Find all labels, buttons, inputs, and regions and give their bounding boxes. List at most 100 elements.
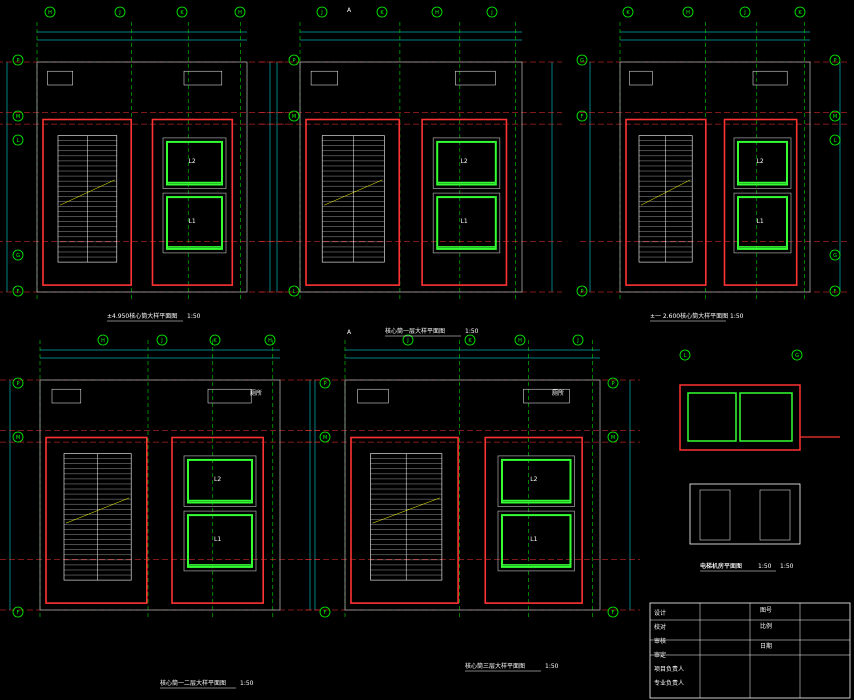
p3-axis-1-bubble — [829, 110, 841, 122]
p4-elevator-2-label: L2 — [214, 476, 221, 483]
p1-axis-0-bubble — [12, 54, 24, 66]
p4-elevator-1-shaft — [183, 510, 257, 572]
p3-stair-core — [625, 118, 707, 286]
p1-axis-3-bubble — [12, 249, 24, 261]
p7-section — [689, 483, 801, 545]
p2-room-b — [455, 70, 496, 86]
top-axis-0-label: H — [48, 10, 52, 16]
p5-elevator-1-car — [501, 514, 572, 568]
p3-elevator-2-shaft — [733, 137, 792, 189]
p1-elevator-2: L2 — [162, 137, 227, 189]
p3-stairs-arrow — [640, 179, 691, 206]
p1-axis-2-label: L — [17, 138, 20, 144]
top-axis-0-bubble — [44, 6, 56, 18]
top-axis-9-bubble — [682, 6, 694, 18]
p2-elevator-2: L2 — [432, 137, 501, 189]
top-axis-10-label: J — [743, 10, 745, 16]
p4-axis-1-label: M — [16, 435, 20, 441]
plan-title-p6: 电梯机房平面图 — [700, 562, 742, 570]
restroom-label-0: 厕所 — [250, 389, 262, 397]
p1-axis-2-bubble — [12, 134, 24, 146]
p5r-axis-2-bubble — [607, 606, 619, 618]
p1-elevator-1-shaft — [162, 192, 227, 254]
p4-room-a — [51, 388, 82, 404]
p3-elevator-1: L1 — [733, 192, 792, 254]
p3-axis-0-bubble — [829, 54, 841, 66]
p3-axis-2-bubble — [829, 134, 841, 146]
p3-outer — [619, 61, 811, 293]
p1-elev-core — [151, 118, 234, 286]
p5-axis-2-label: F — [324, 610, 327, 616]
p2-outer — [299, 61, 523, 293]
top-axis-6-bubble — [431, 6, 443, 18]
side-axis-2-bubble — [288, 285, 300, 297]
title-block-label-0: 设计 — [654, 609, 666, 617]
top-axis-6-label: H — [435, 10, 439, 16]
p6-machine-1 — [687, 392, 737, 442]
p3-elevator-1-car — [737, 196, 788, 250]
p3-stairs — [638, 135, 693, 263]
p4-stairs-arrow — [65, 497, 130, 524]
title-block-label-2: 审核 — [654, 637, 666, 645]
p7-door-2 — [759, 489, 791, 541]
plan-title-p3: ±一 2.600核心筒大样平面图 — [650, 312, 728, 320]
top-axis-1-label: J — [118, 10, 120, 16]
p3-elevator-2: L2 — [733, 137, 792, 189]
top-axis-7-label: J — [490, 10, 492, 16]
p1-axis-3-label: G — [16, 253, 20, 259]
p3-axis-1-label: M — [833, 114, 837, 120]
p2-plan — [260, 22, 562, 302]
plan-scale-p5: 1:50 — [545, 663, 559, 670]
p5-axis-0-bubble — [319, 377, 331, 389]
p1-elevator-2-shaft — [162, 137, 227, 189]
plan-scale-p6: 1:50 — [780, 563, 794, 570]
p3-plan — [580, 22, 850, 302]
p7-outer — [689, 483, 801, 545]
p2-elevator-1-car — [436, 196, 497, 250]
side-axis-3-bubble — [576, 54, 588, 66]
plan-scale-p6: 1:50 — [758, 563, 772, 570]
p2-stairs-arrow — [324, 179, 383, 206]
p7-door-1 — [699, 489, 731, 541]
mid-axis-7-bubble — [572, 334, 584, 346]
p5-plan — [305, 340, 640, 620]
mid-axis-0-label: H — [101, 338, 105, 344]
p5-elevator-1: L1 — [497, 510, 575, 572]
title-block-scale: 比例 — [760, 622, 772, 630]
p6-outer — [679, 384, 801, 451]
top-axis-4-label: J — [320, 10, 322, 16]
p3-elevator-2-car — [737, 140, 788, 186]
side-axis-0-label: P — [292, 58, 295, 64]
p5-axis-1-bubble — [319, 431, 331, 443]
mid-axis-0-bubble — [97, 334, 109, 346]
p3-room-b — [752, 70, 788, 86]
side-axis-2-label: L — [293, 289, 296, 295]
p5-elevator-2-shaft — [497, 455, 575, 507]
p1-stair-core — [42, 118, 132, 286]
p2-elevator-1: L1 — [432, 192, 501, 254]
p2-elevator-2-car — [436, 140, 497, 186]
p4-plan — [0, 340, 320, 620]
p2-elevator-2-label: L2 — [461, 158, 468, 165]
title-block-label-3: 审定 — [654, 651, 666, 659]
p1-plan — [0, 22, 287, 302]
p5-elevator-2: L2 — [497, 455, 575, 507]
top-axis-5-bubble — [376, 6, 388, 18]
p6-axis-L-bubble — [679, 349, 691, 361]
p6-axis-G-label: G — [795, 353, 799, 359]
p4-elevator-2: L2 — [183, 455, 257, 507]
p5-stair-core — [350, 436, 459, 604]
top-axis-1-bubble — [114, 6, 126, 18]
p5-axis-2-bubble — [319, 606, 331, 618]
mid-axis-1-label: J — [160, 338, 162, 344]
side-axis-0-bubble — [288, 54, 300, 66]
p2-stairs — [321, 135, 385, 263]
p2-elev-core — [421, 118, 508, 286]
title-block-drawing-no: 图号 — [760, 607, 772, 614]
mid-axis-5-bubble — [464, 334, 476, 346]
p3-elevator-1-label: L1 — [757, 218, 764, 225]
p4-elevator-1-label: L1 — [214, 536, 221, 543]
p5-elevator-2-car — [501, 458, 572, 504]
plan-title-p5: 核心筒三层大样平面图 — [465, 662, 525, 670]
p1-axis-1-bubble — [12, 110, 24, 122]
